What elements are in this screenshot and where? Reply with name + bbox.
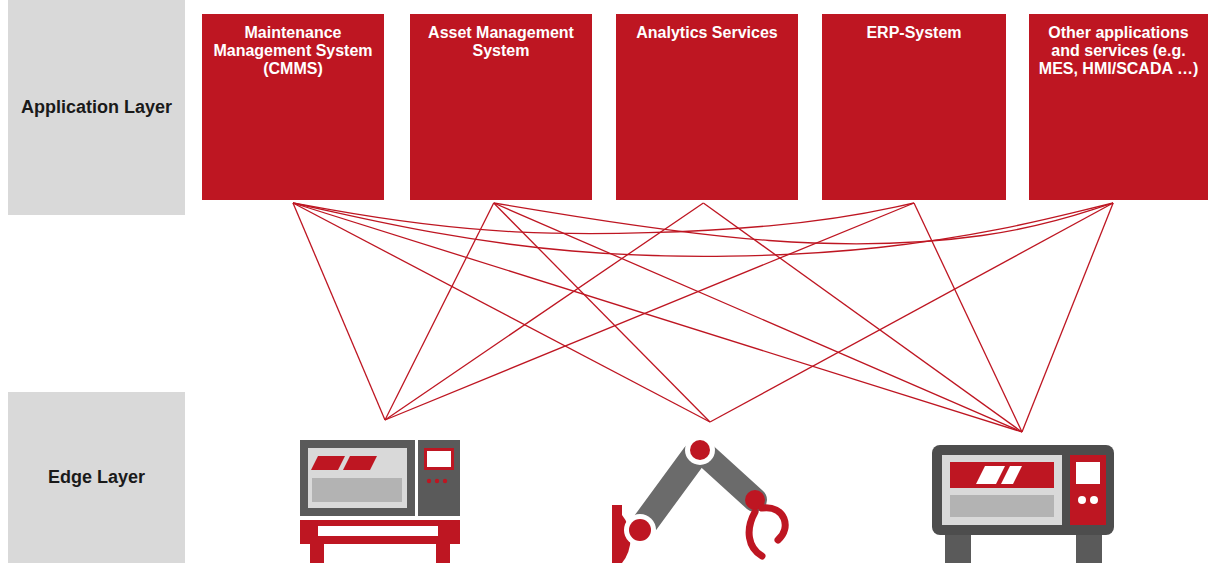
connection-line bbox=[293, 203, 1113, 256]
application-box: Other applications and services (e.g. ME… bbox=[1029, 14, 1208, 200]
machine-icon bbox=[932, 445, 1114, 563]
application-box: Asset Management System bbox=[410, 14, 592, 200]
wire-group bbox=[293, 203, 1113, 432]
application-box: Analytics Services bbox=[616, 14, 798, 200]
layer-label: Edge Layer bbox=[8, 392, 185, 563]
connection-line bbox=[293, 203, 385, 420]
layer-label: Application Layer bbox=[8, 0, 185, 215]
machine-icon bbox=[300, 440, 460, 563]
connection-line bbox=[710, 203, 1113, 422]
box-label: ERP-System bbox=[866, 24, 961, 42]
box-label: Application Layer bbox=[21, 96, 172, 119]
box-label: Other applications and services (e.g. ME… bbox=[1037, 24, 1200, 78]
connection-line bbox=[293, 203, 1022, 432]
connection-line bbox=[494, 203, 1022, 432]
connection-line bbox=[1022, 203, 1113, 432]
box-label: Maintenance Management System (CMMS) bbox=[210, 24, 376, 78]
robot-arm-icon bbox=[612, 435, 785, 563]
connection-line bbox=[385, 203, 914, 420]
connection-line bbox=[494, 203, 1113, 244]
connection-line bbox=[385, 203, 494, 420]
connection-line bbox=[293, 203, 914, 234]
application-box: Maintenance Management System (CMMS) bbox=[202, 14, 384, 200]
box-label: Edge Layer bbox=[48, 466, 145, 489]
box-label: Analytics Services bbox=[636, 24, 777, 42]
box-label: Asset Management System bbox=[418, 24, 584, 60]
application-box: ERP-System bbox=[822, 14, 1006, 200]
connection-line bbox=[385, 203, 703, 420]
connection-line bbox=[494, 203, 710, 422]
connection-line bbox=[703, 203, 1022, 432]
